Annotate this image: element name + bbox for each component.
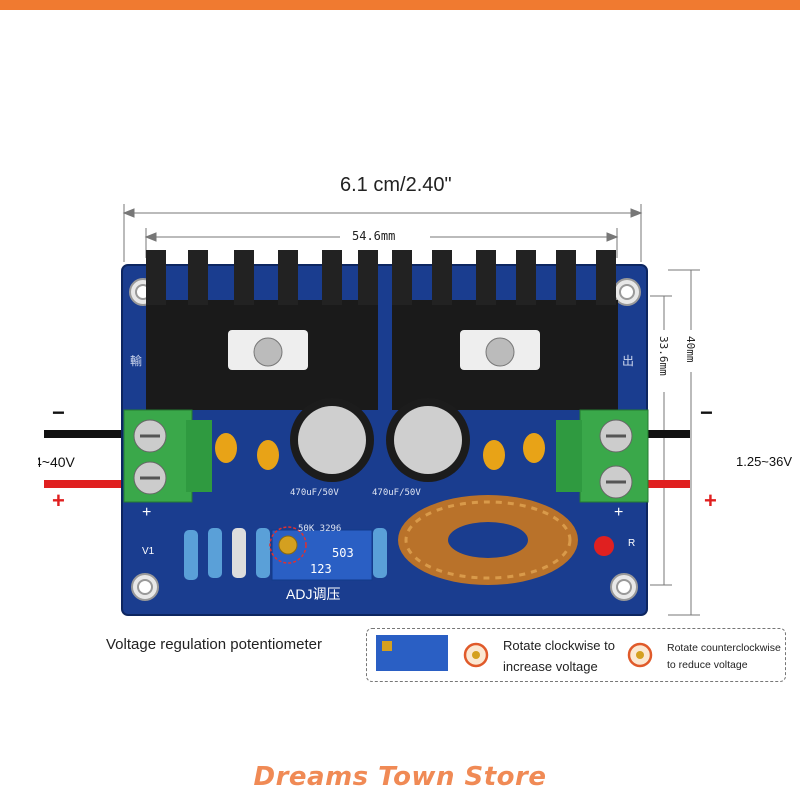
board-plus-left: + bbox=[142, 504, 152, 521]
output-plus-sign: + bbox=[704, 488, 717, 513]
input-voltage-label: 4~40V bbox=[34, 454, 75, 470]
adj-label: ADJ调压 bbox=[286, 586, 341, 602]
pot-code-1: 503 bbox=[332, 546, 354, 560]
input-wires bbox=[44, 430, 126, 488]
in-char-label: 輸 bbox=[130, 354, 143, 368]
counterclockwise-line-1: Rotate counterclockwise bbox=[667, 642, 781, 654]
output-terminal-block bbox=[556, 409, 649, 503]
pot-top-label: 50K 3296 bbox=[298, 524, 342, 534]
input-minus-sign: − bbox=[52, 400, 65, 425]
resistors bbox=[184, 528, 387, 580]
height-inner-label: 33.6mm bbox=[657, 336, 670, 376]
store-name: Dreams Town Store bbox=[253, 762, 547, 792]
r-label: R bbox=[628, 538, 636, 549]
inner-dimension-line bbox=[144, 228, 619, 258]
output-minus-sign: − bbox=[700, 400, 713, 425]
left-heatsink bbox=[146, 250, 378, 410]
height-dimension-lines bbox=[650, 269, 700, 616]
overall-dimension-line bbox=[122, 204, 643, 262]
top-accent-bar bbox=[0, 0, 800, 10]
right-heatsink bbox=[392, 250, 618, 410]
adjustment-legend-box bbox=[366, 628, 786, 682]
ceramic-capacitors bbox=[215, 433, 545, 470]
potentiometer-caption: Voltage regulation potentiometer bbox=[106, 636, 322, 653]
clockwise-line-1: Rotate clockwise to bbox=[503, 638, 615, 653]
pot-code-2: 123 bbox=[310, 562, 332, 576]
inner-width-label: 54.6mm bbox=[352, 229, 396, 243]
board-plus-right: + bbox=[614, 504, 624, 521]
overall-dimension-label: 6.1 cm/2.40" bbox=[340, 174, 452, 196]
output-voltage-label: 1.25~36V bbox=[736, 454, 793, 469]
cap-label-left: 470uF/50V bbox=[290, 488, 339, 498]
toroidal-inductor bbox=[398, 495, 578, 585]
rotate-counterclockwise-icon bbox=[627, 642, 653, 668]
clockwise-line-2: increase voltage bbox=[503, 659, 598, 674]
cap-label-right: 470uF/50V bbox=[372, 488, 421, 498]
electrolytic-capacitors bbox=[290, 398, 470, 482]
out-char-label: 出 bbox=[622, 354, 635, 368]
counterclockwise-line-2: to reduce voltage bbox=[667, 659, 748, 671]
status-led bbox=[594, 536, 614, 556]
height-outer-label: 40mm bbox=[684, 336, 697, 363]
potentiometer bbox=[269, 526, 373, 581]
v1-label: V1 bbox=[142, 546, 155, 557]
input-terminal-block bbox=[123, 409, 212, 503]
output-wires bbox=[648, 430, 690, 488]
input-plus-sign: + bbox=[52, 488, 65, 513]
rotate-clockwise-icon bbox=[463, 642, 489, 668]
